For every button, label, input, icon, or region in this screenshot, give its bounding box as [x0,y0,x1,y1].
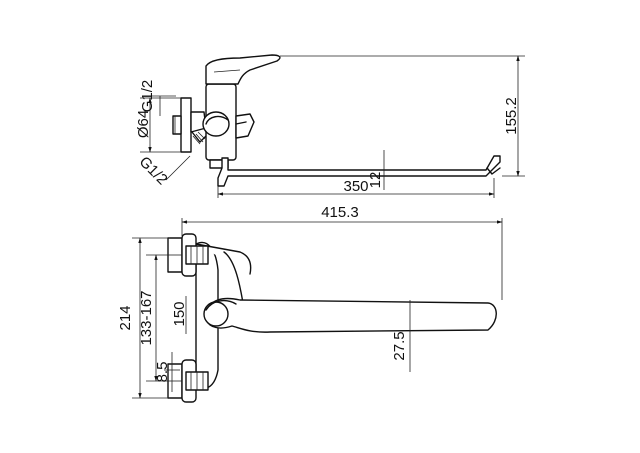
wall-flange [172,97,192,153]
spout-side [217,155,501,187]
label-center-distance: 133-167 [138,290,155,345]
dim-overall-length: 415.3 [181,204,503,300]
dim-lever-height: 150 [171,296,188,334]
label-offset: 8.5 [154,362,171,383]
dim-diameter: Ø64 [135,97,181,153]
mixer-body [202,83,255,169]
label-overall-height: 155.2 [503,97,520,135]
dim-thread-top: G1/2 [139,80,176,116]
front-view: 415.3 [117,204,503,403]
dim-center-distance: 133-167 [138,254,168,382]
label-total-height: 214 [117,305,134,330]
side-view: G1/2 Ø64 G1/2 155.2 12 [135,54,525,198]
lever-handle [205,54,281,85]
dim-spout-height: 12 [367,150,385,190]
label-spout-reach: 350 [343,178,368,195]
label-diameter: Ø64 [135,110,152,138]
dim-total-height: 214 [117,237,170,399]
dim-offset: 8.5 [154,352,180,392]
label-spout-height: 12 [367,172,384,189]
label-lever-height: 150 [171,301,188,326]
dim-spout-reach: 350 [217,178,495,198]
spout-front [203,297,497,333]
label-spout-width: 27.5 [391,331,408,360]
connector-upper [167,233,209,277]
dim-thread-bottom: G1/2 [136,153,191,188]
label-thread-top: G1/2 [139,80,156,113]
label-thread-bottom: G1/2 [136,153,171,188]
connector-lower [167,359,209,403]
dim-overall-height: 155.2 [280,55,525,177]
dim-spout-width: 27.5 [391,300,411,372]
label-overall-length: 415.3 [321,204,359,221]
